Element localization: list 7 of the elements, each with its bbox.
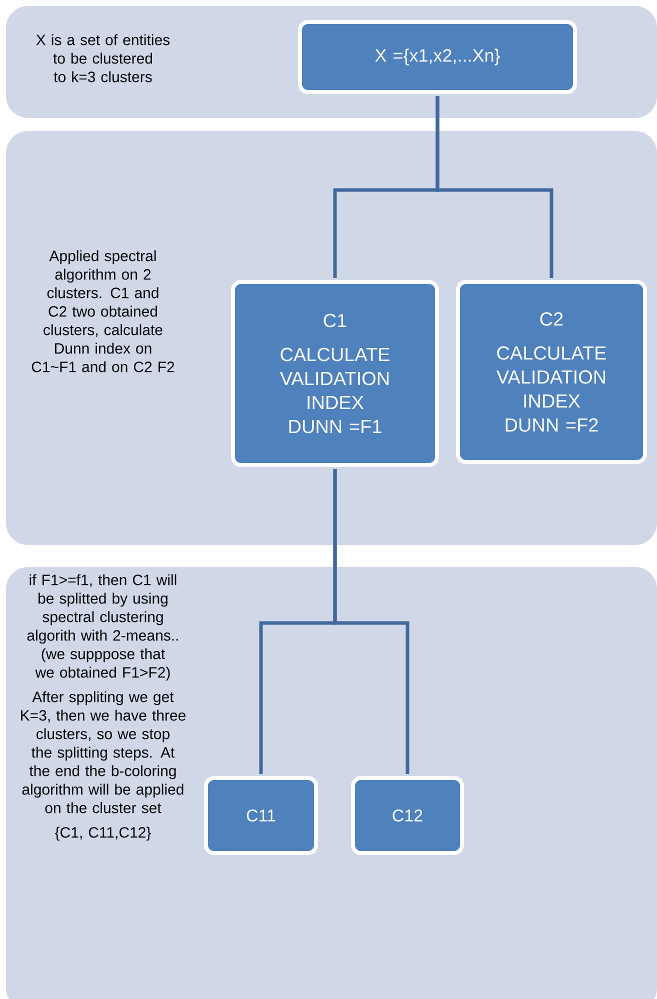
process-box: X ={x1,x2,...Xn} [298, 20, 577, 94]
process-box: C11 [204, 776, 318, 855]
process-box: C1 CALCULATE VALIDATION INDEX DUNN =F1 [231, 280, 439, 467]
process-box: C12 [351, 776, 464, 855]
process-box: C2 CALCULATE VALIDATION INDEX DUNN =F2 [456, 280, 647, 464]
connector [333, 469, 410, 774]
connector [436, 96, 554, 278]
